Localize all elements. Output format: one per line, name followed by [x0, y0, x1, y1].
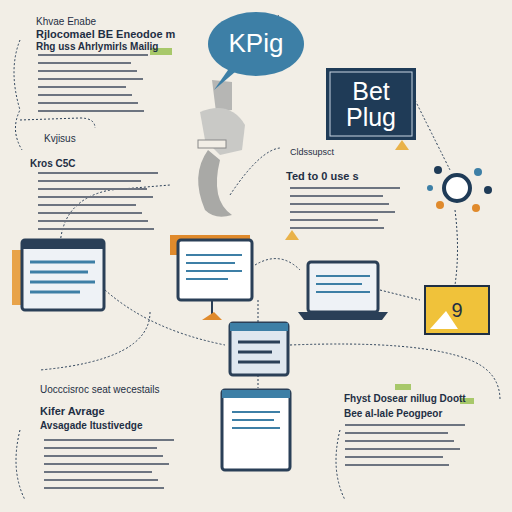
text-label: Kvjisus: [44, 133, 76, 144]
text-label: Bee al-lale Peogpeor: [344, 408, 442, 419]
text-texture: [38, 228, 154, 230]
text-texture: [290, 211, 395, 213]
text-texture: [44, 487, 164, 489]
text-label: Rhg uss Ahrlymirls Mailig: [36, 41, 158, 52]
node-text: 9: [451, 300, 462, 321]
text-texture: [38, 86, 126, 88]
text-texture: [38, 188, 147, 190]
text-texture: [38, 204, 136, 206]
text-label: Khvae Enabe: [36, 16, 96, 27]
text-texture: [38, 94, 132, 96]
text-label: Kifer Avrage: [40, 405, 105, 417]
text-texture: [345, 448, 460, 450]
text-texture: [345, 432, 448, 434]
text-texture: [38, 102, 138, 104]
node-text: Bet Plug: [332, 78, 410, 131]
text-texture: [44, 455, 163, 457]
text-texture: [290, 195, 383, 197]
tag-card: 9: [424, 285, 490, 335]
text-texture: [38, 78, 143, 80]
text-texture: [345, 464, 449, 466]
text-texture: [44, 479, 158, 481]
text-texture: [345, 456, 443, 458]
text-texture: [44, 471, 152, 473]
text-texture: [38, 110, 144, 112]
node-text: KPig: [229, 30, 284, 57]
text-label: Avsagade ltustivedge: [40, 420, 142, 431]
text-texture: [290, 219, 378, 221]
text-texture: [290, 227, 384, 229]
speech-bubble: KPig: [208, 12, 304, 76]
text-texture: [44, 447, 157, 449]
text-texture: [38, 172, 158, 174]
text-texture: [345, 440, 454, 442]
text-texture: [38, 54, 148, 56]
text-texture: [38, 212, 142, 214]
text-texture: [38, 62, 131, 64]
text-texture: [290, 187, 400, 189]
text-texture: [38, 196, 153, 198]
text-texture: [38, 220, 148, 222]
text-texture: [44, 439, 174, 441]
text-texture: [345, 424, 465, 426]
text-texture: [38, 70, 137, 72]
text-label: Rjlocomael BE Eneodoe m: [36, 28, 175, 40]
text-texture: [38, 180, 141, 182]
text-label: Uocccisroc seat wecestails: [40, 384, 159, 395]
title-box: Bet Plug: [326, 68, 416, 140]
text-texture: [44, 463, 169, 465]
text-texture: [290, 203, 389, 205]
text-label: Kros C5C: [30, 158, 76, 169]
text-label: Cldssupsct: [290, 148, 334, 158]
text-label: Ted to 0 use s: [286, 170, 359, 182]
text-label: Fhyst Dosear nillug Doott: [344, 393, 466, 404]
